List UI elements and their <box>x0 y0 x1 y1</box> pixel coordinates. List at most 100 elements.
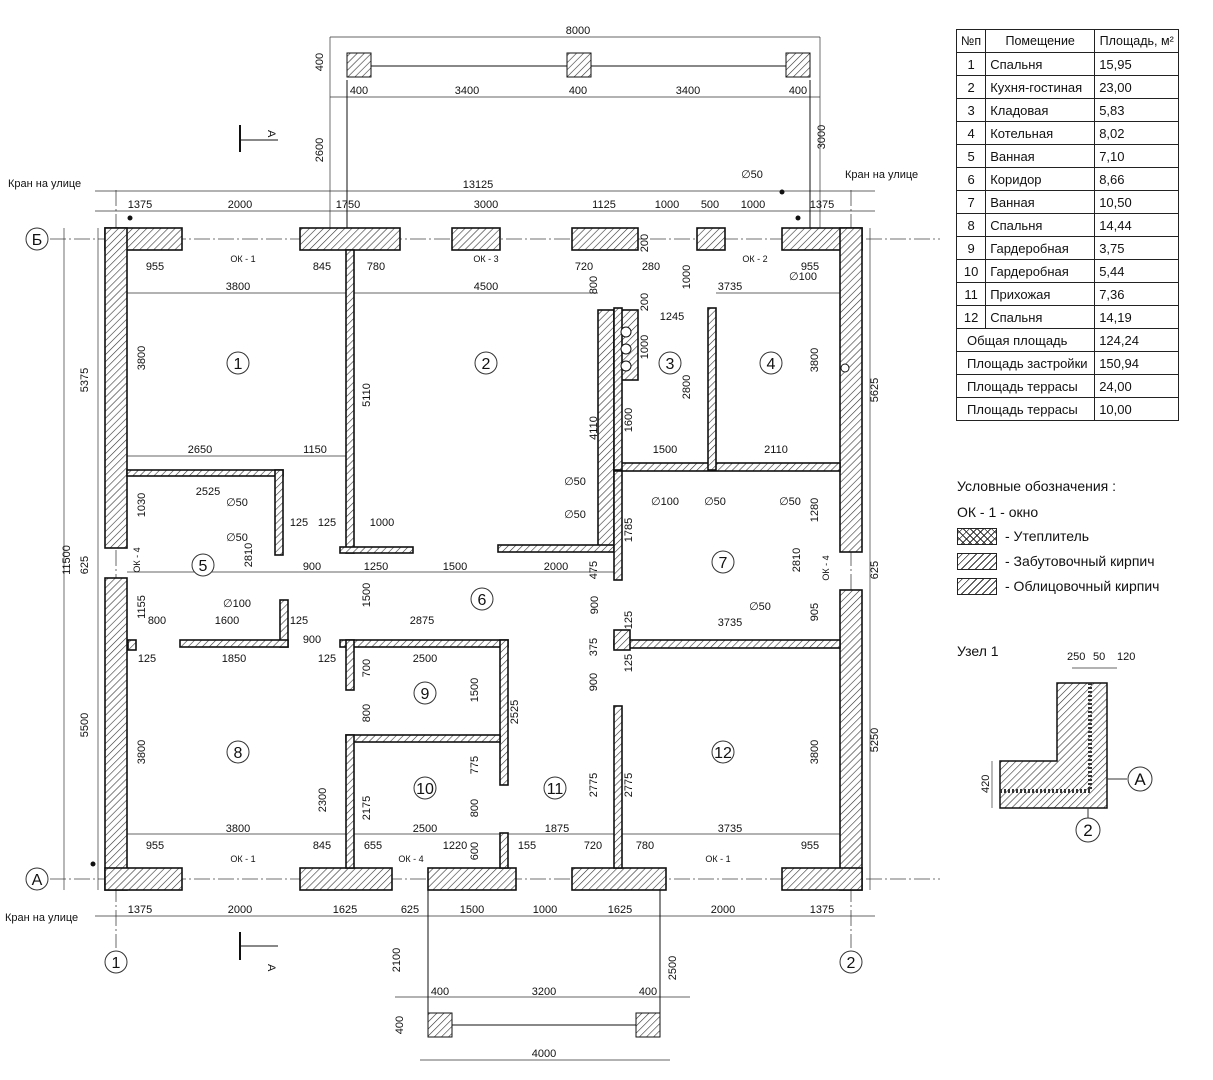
room-area: 10,50 <box>1094 190 1180 214</box>
dimension-label: 2500 <box>667 956 679 980</box>
dimension-label: 780 <box>636 840 654 852</box>
wall-segment <box>274 469 284 556</box>
dimension-label: 1000 <box>639 335 651 359</box>
dimension-label: ∅50 <box>226 497 248 509</box>
total-label: Площадь террасы <box>955 374 1096 398</box>
dimension-label: 800 <box>469 799 481 817</box>
room-name: Кладовая <box>985 98 1096 122</box>
dimension-label: 5375 <box>79 368 91 392</box>
node-detail: Узел 1 250 50 120 420 А 2 <box>957 643 1153 843</box>
dimension-label: ∅50 <box>741 169 763 181</box>
dimension-label: 5110 <box>361 383 373 407</box>
dimension-label: 845 <box>313 840 331 852</box>
dimension-label: 125 <box>290 615 308 627</box>
wall-segment <box>839 589 863 891</box>
room-name: Спальня <box>985 52 1096 76</box>
room-number: 8 <box>234 745 243 762</box>
col-number: №п <box>955 29 987 53</box>
room-name: Котельная <box>985 121 1096 145</box>
tap-label: Кран на улице <box>845 169 918 181</box>
room-name: Гардеробная <box>985 259 1096 283</box>
wall-segment <box>613 705 623 869</box>
row-number: 11 <box>955 282 987 306</box>
wall-segment <box>104 867 183 891</box>
dimension-label: 3800 <box>136 740 148 764</box>
dimension-label: ОК - 3 <box>473 254 498 264</box>
room-name: Коридор <box>985 167 1096 191</box>
section-a-bottom: А <box>265 964 277 972</box>
wall-segment <box>499 639 509 786</box>
dimension-label: ∅100 <box>651 496 679 508</box>
total-value: 24,00 <box>1094 374 1180 398</box>
row-number: 5 <box>955 144 987 168</box>
dimension-label: 3800 <box>226 823 250 835</box>
dimension-label: 13125 <box>463 179 494 191</box>
dimension-label: 2775 <box>623 773 635 797</box>
dimension-label: 720 <box>575 261 593 273</box>
room-number: 12 <box>714 745 732 762</box>
room-marker <box>226 740 250 764</box>
wall-segment <box>339 639 509 648</box>
col-room: Помещение <box>985 29 1096 53</box>
dimension-label: 3800 <box>809 740 821 764</box>
wall-segment <box>179 639 289 648</box>
wall-segment <box>427 867 517 891</box>
dimension-label: ОК - 4 <box>398 854 423 864</box>
dimension-label: 4000 <box>532 1048 556 1060</box>
wall-segment <box>613 639 841 649</box>
dimension-label: 1600 <box>215 615 239 627</box>
dimension-label: 1500 <box>469 678 481 702</box>
insulation-swatch <box>957 527 997 545</box>
dimension-label: 775 <box>469 756 481 774</box>
total-label: Площадь террасы <box>955 397 1096 421</box>
dimension-label: 2650 <box>188 444 212 456</box>
wall-segment <box>299 867 393 891</box>
dimension-label: 125 <box>623 611 635 629</box>
room-marker <box>413 776 437 800</box>
room-number: 7 <box>719 555 728 572</box>
room-name: Ванная <box>985 190 1096 214</box>
total-value: 124,24 <box>1094 328 1180 352</box>
dimension-label: ОК - 1 <box>230 254 255 264</box>
dimension-label: 375 <box>588 638 600 656</box>
dimension-label: 720 <box>584 840 602 852</box>
room-marker <box>658 351 682 375</box>
room-number: 5 <box>199 558 208 575</box>
wall-segment <box>597 309 615 549</box>
dimension-label: 800 <box>148 615 166 627</box>
dimension-label: 1000 <box>655 199 679 211</box>
dimension-label: ∅50 <box>749 601 771 613</box>
room-area: 7,36 <box>1094 282 1180 306</box>
dimension-label: 1375 <box>810 199 834 211</box>
dimension-label: 2800 <box>681 375 693 399</box>
axis-2-label: 2 <box>847 955 856 972</box>
row-number: 4 <box>955 121 987 145</box>
section-a-top: А <box>265 130 277 138</box>
dimension-label: 1125 <box>592 199 616 211</box>
wall-segment <box>571 227 639 251</box>
dimension-label: 155 <box>518 840 536 852</box>
dimension-label: 3400 <box>455 85 479 97</box>
axis-b-label: Б <box>32 232 43 249</box>
backing-brick-swatch <box>957 552 997 570</box>
dimension-label: 1000 <box>741 199 765 211</box>
node-detail-drawing: 250 50 120 420 А 2 <box>980 651 1153 843</box>
dimension-label: 955 <box>801 261 819 273</box>
dimension-label: ОК - 4 <box>132 547 142 572</box>
wall-segment <box>104 227 128 549</box>
dimension-label: 200 <box>639 234 651 252</box>
dimension-label: 5500 <box>79 713 91 737</box>
dimension-label: 1600 <box>623 408 635 432</box>
dimension-label: 3200 <box>532 986 556 998</box>
room-number: 10 <box>416 781 434 798</box>
dimension-label: 500 <box>701 199 719 211</box>
room-name: Спальня <box>985 305 1096 329</box>
dimension-label: 3000 <box>474 199 498 211</box>
